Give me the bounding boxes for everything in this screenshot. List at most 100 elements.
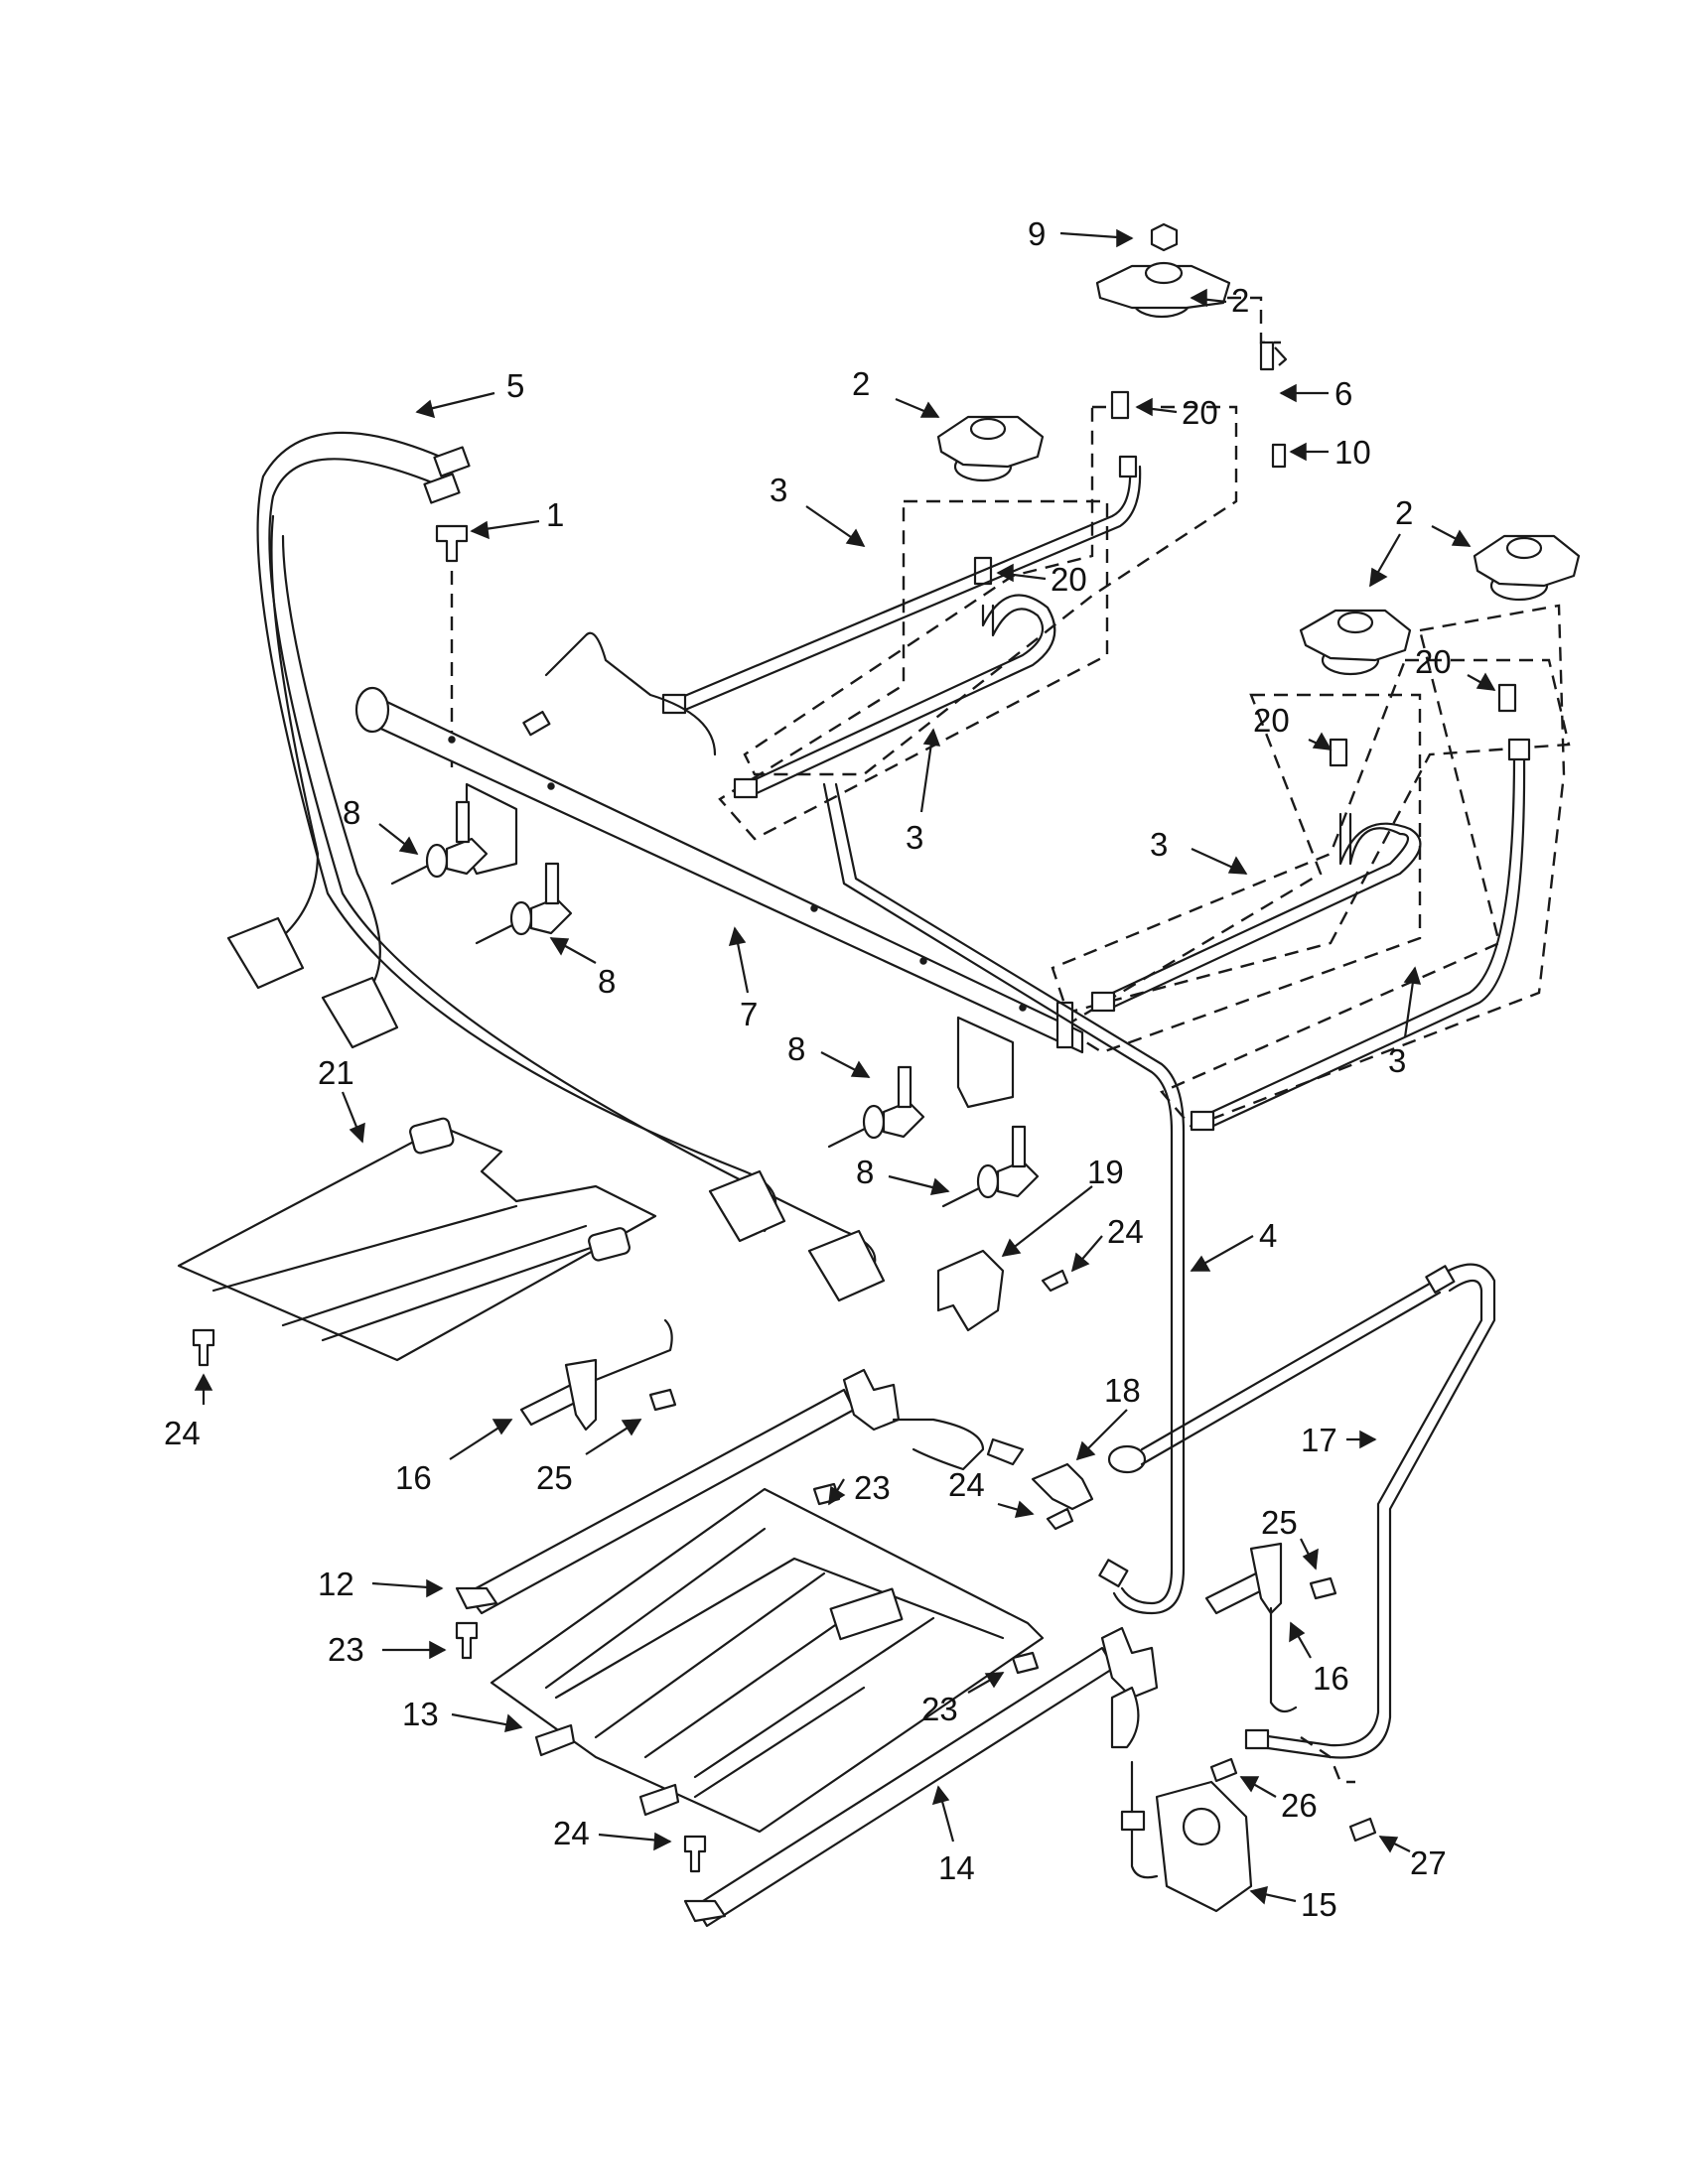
regulator-inlet — [1130, 1825, 1159, 1879]
tube-fitting — [1118, 455, 1138, 478]
supply-tube-top — [544, 631, 717, 756]
holder-body — [1031, 1462, 1094, 1511]
group-box-right-c — [1160, 604, 1566, 1129]
burner-cap — [1150, 222, 1179, 252]
arrowhead — [549, 937, 570, 956]
tube-right-b-inner — [1209, 752, 1526, 1129]
manifold-hole — [919, 957, 927, 965]
arrowhead — [1135, 397, 1153, 417]
tube-mid-inner — [753, 594, 1056, 796]
screw-25-a — [648, 1388, 677, 1412]
callout-6: 6 — [1334, 375, 1352, 412]
callout-14: 14 — [938, 1849, 975, 1886]
callout-27: 27 — [1410, 1844, 1447, 1881]
screw-24-d — [683, 1835, 707, 1873]
group-box-rear-right-a — [1051, 658, 1571, 1015]
arrow-19 — [1002, 1185, 1093, 1257]
callout-2: 2 — [1395, 494, 1413, 531]
arrowhead — [621, 1419, 642, 1436]
arrowhead — [1369, 567, 1388, 588]
harness-plug — [433, 446, 471, 478]
holder-fitting — [1107, 1444, 1147, 1474]
harness-wire — [268, 458, 877, 1283]
callout-9: 9 — [1028, 215, 1046, 252]
burner-tube-14-venturi — [1110, 1686, 1140, 1749]
screw-25-b — [1309, 1576, 1337, 1600]
callout-17: 17 — [1301, 1422, 1337, 1458]
callout-labels: 9 2 6 10 2 20 5 1 3 20 2 20 20 3 8 3 8 7… — [164, 215, 1452, 1923]
callout-20: 20 — [1415, 643, 1452, 680]
valve-stem — [827, 1125, 871, 1149]
group-box-rear-right-b — [1059, 693, 1422, 1054]
callout-24: 24 — [948, 1466, 985, 1503]
manifold-hole — [810, 904, 818, 912]
valve-stem — [475, 921, 518, 945]
valve-post — [897, 1065, 912, 1109]
callout-3: 3 — [906, 819, 923, 856]
valve-collar — [862, 1104, 886, 1140]
gas-tube-4-nut — [1098, 1559, 1129, 1588]
gas-tube-4 — [822, 782, 1186, 1615]
heat-shield-tab — [588, 1227, 631, 1262]
arrowhead — [1190, 288, 1207, 308]
burner-base-dome — [1505, 536, 1543, 560]
orifice-20-c — [1329, 738, 1348, 767]
arrowhead — [1289, 1621, 1306, 1643]
igniter-wire — [1269, 1606, 1298, 1713]
callout-8: 8 — [343, 794, 360, 831]
valve-post — [544, 862, 560, 905]
burner-base-body — [1473, 534, 1581, 588]
leader-arrows — [194, 228, 1496, 1905]
supply-tube-nut — [522, 710, 551, 737]
arrowhead — [1302, 1548, 1319, 1570]
screw-24-c — [1046, 1507, 1074, 1531]
holder-nozzle — [986, 1437, 1025, 1466]
tube-right-a-inner — [1110, 812, 1422, 1010]
screw-27 — [1348, 1817, 1377, 1843]
arrowhead — [1190, 1255, 1211, 1272]
tube-nut — [1090, 991, 1116, 1013]
regulator-dial — [1182, 1807, 1221, 1846]
orifice-holder-18 — [986, 1279, 1442, 1511]
arrowhead — [984, 1672, 1005, 1689]
callout-5: 5 — [506, 367, 524, 404]
burner-base-body — [1299, 609, 1412, 662]
screw-23-c — [1011, 1651, 1040, 1675]
tube-right-b — [1199, 752, 1516, 1119]
valve-collar — [509, 900, 533, 936]
arrowhead — [1289, 442, 1307, 462]
valve-post — [1011, 1125, 1027, 1168]
igniter-bracket — [564, 1358, 598, 1432]
callout-16: 16 — [1313, 1660, 1349, 1697]
callout-3: 3 — [1388, 1042, 1406, 1079]
manifold-end — [354, 686, 390, 734]
arrowhead — [1378, 1836, 1399, 1853]
callout-13: 13 — [402, 1696, 439, 1732]
screw-10 — [1271, 443, 1287, 469]
valve-collar — [425, 843, 449, 879]
small-fittings — [435, 341, 1517, 774]
igniter-16-b — [1204, 1542, 1298, 1713]
arrowhead — [1070, 1252, 1090, 1273]
screw-24-a — [192, 1328, 215, 1367]
burner-base-dome — [1336, 611, 1374, 634]
tube-17-nut — [1425, 1265, 1456, 1295]
arrowhead — [1451, 529, 1472, 547]
igniter-switch — [807, 1229, 886, 1302]
manifold-hole — [547, 782, 555, 790]
igniter-bracket — [1249, 1542, 1283, 1615]
harness-wire — [281, 534, 381, 995]
bracket-19 — [936, 1249, 1005, 1332]
arrowhead — [194, 1373, 213, 1391]
callout-19: 19 — [1087, 1154, 1124, 1190]
callout-10: 10 — [1334, 434, 1371, 471]
arrowhead — [931, 1785, 950, 1806]
arrowhead — [850, 1060, 871, 1078]
arrowhead — [398, 836, 419, 855]
arrowhead — [491, 1419, 513, 1435]
callout-23: 23 — [921, 1691, 958, 1727]
burner-tube-12-venturi — [892, 1418, 985, 1471]
arrowhead — [426, 1578, 444, 1598]
arrowhead — [1249, 1885, 1268, 1905]
burner-tube-14 — [683, 1626, 1159, 1928]
